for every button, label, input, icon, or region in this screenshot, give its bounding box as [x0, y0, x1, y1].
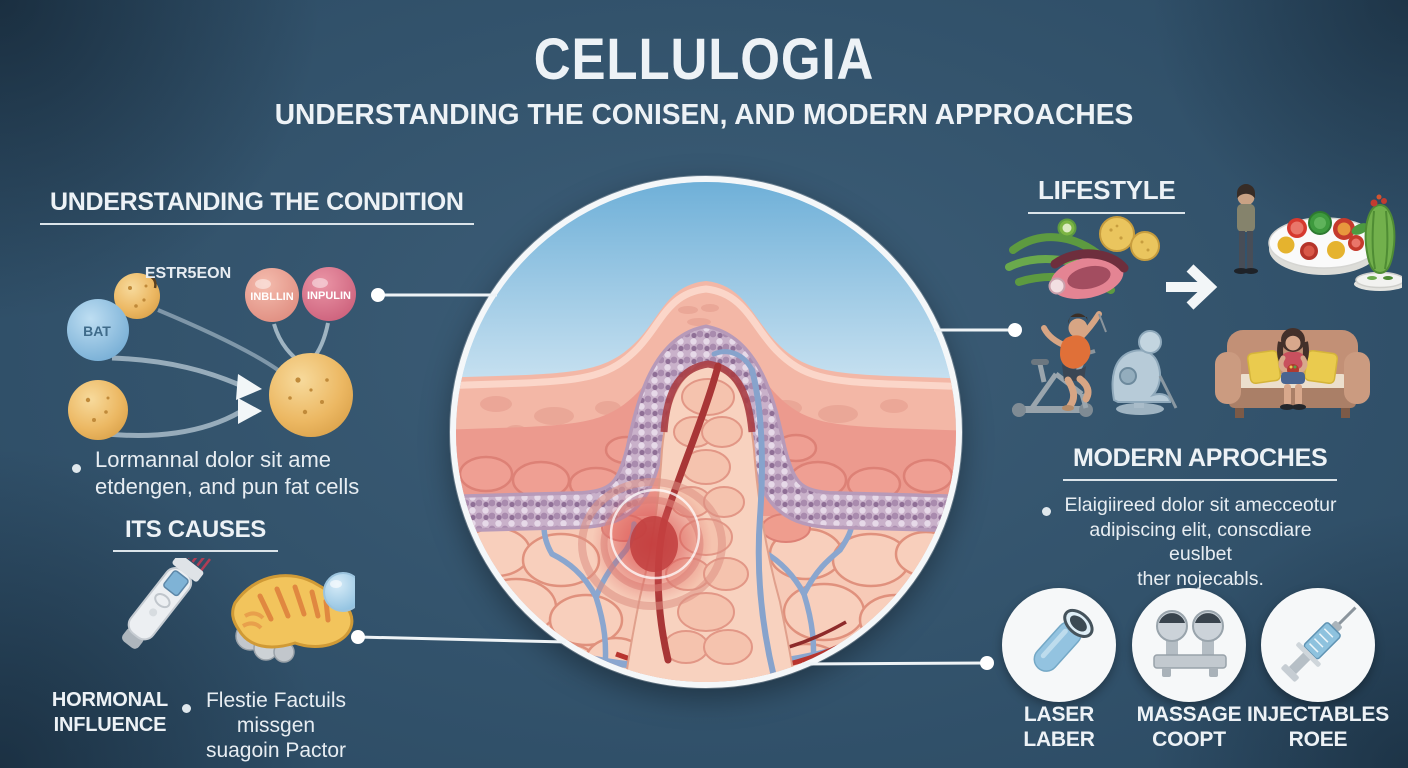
modern-bullet-line3: ther nojecabls.: [1137, 567, 1264, 590]
page-subtitle: UNDERSTANDING THE CONISEN, AND MODERN AP…: [274, 99, 1134, 131]
hormone-fat-cell-diagram: BAT INBLLIN INPULIN ESTR5EON: [67, 265, 356, 440]
laser-device-icon: [122, 558, 212, 649]
fat-cell-icon-enlarged: [269, 353, 353, 437]
condition-bullet-dot: [72, 460, 81, 478]
page-title: CELLULOGIA: [533, 27, 875, 92]
flow-arrow-1-icon: [236, 374, 262, 400]
pillow-left-icon: [1246, 349, 1282, 385]
injectables-label-line2: ROEE: [1288, 728, 1348, 751]
modern-bullet-line1: Elaigiireed dolor sit amecceotur: [1064, 494, 1337, 516]
person-with-plate-icon: [1234, 184, 1402, 291]
blue-vein-hook: [711, 349, 755, 373]
hormone-bubble-1-label: INBLLIN: [250, 291, 293, 303]
inflamed-arch: [660, 360, 756, 433]
massage-label: MASSAGE COOPT: [1119, 702, 1259, 752]
causes-bullet-dot: [182, 700, 191, 718]
laser-label: LASER LABER: [989, 702, 1129, 752]
fat-cell-icon-small-bottom: [68, 380, 128, 440]
lifestyle-heading: LIFESTYLE: [1028, 175, 1186, 214]
hormone-bubble-1: INBLLIN: [245, 268, 299, 322]
flow-arrow-2-icon: [238, 398, 262, 424]
healthy-food-icon: [1005, 216, 1160, 300]
flow-curve-1: [111, 355, 244, 389]
subtitle-block: UNDERSTANDING THE CONISEN, AND MODERN AP…: [0, 99, 1408, 132]
couch-scene-icon: [1215, 328, 1370, 418]
exercise-scene-icon: [1012, 311, 1178, 417]
massage-label-line2: COOPT: [1152, 728, 1226, 751]
laser-label-line1: LASER: [1023, 703, 1095, 726]
causes-bullet-line2: missgen: [236, 714, 316, 737]
artichoke-icon: [1354, 194, 1402, 291]
title-block: CELLULOGIA: [0, 26, 1408, 93]
skin-cross-section-illustration: [450, 176, 962, 688]
fat-tissue-icon-blue: BAT: [67, 299, 129, 361]
grains-icon: [1099, 216, 1160, 261]
fat-label: BAT: [83, 323, 111, 339]
causes-icons: [122, 558, 355, 663]
fat-tissue-icon: [231, 572, 355, 663]
massage-chair-icon: [1111, 330, 1178, 415]
injectables-label: INJECTABLES ROEE: [1243, 702, 1393, 752]
modern-bullet-line2: adipiscing elit, conscdiare euslbet: [1089, 518, 1312, 566]
causes-bullet-line3: suagoin Pactor: [205, 739, 347, 762]
hormonal-label-line2: INFLUENCE: [53, 714, 167, 736]
modern-bullet-dot: [1042, 503, 1051, 521]
laser-wand-icon: [1033, 608, 1094, 672]
condition-heading: UNDERSTANDING THE CONDITION: [40, 188, 474, 225]
massage-treatment-circle: [1132, 588, 1246, 702]
massage-device-icon: [1153, 610, 1227, 677]
laser-treatment-circle: [1002, 588, 1116, 702]
massage-label-line1: MASSAGE: [1136, 703, 1242, 726]
exercising-person-icon: [1041, 311, 1107, 411]
flow-curve-3: [157, 308, 280, 372]
laser-label-line2: LABER: [1023, 728, 1095, 751]
modern-bullet-text: Elaigiireed dolor sit amecceotur adipisc…: [1058, 493, 1343, 591]
pillow-right-icon: [1303, 349, 1339, 385]
condition-bullet-line2: etdengen, and pun fat cells: [95, 474, 360, 499]
causes-bullet-text: Flestie Factuils missgen suagoin Pactor: [196, 688, 356, 763]
blue-vein-column: [749, 367, 777, 680]
skin-layers-diagram: [456, 182, 956, 682]
arrow-right-icon: [1166, 264, 1218, 310]
skin-surface-highlight: [456, 285, 956, 390]
meat-icon: [1050, 256, 1124, 300]
causes-heading: ITS CAUSES: [113, 516, 278, 552]
injectables-label-line1: INJECTABLES: [1246, 703, 1390, 726]
hormonal-influence-label: HORMONAL INFLUENCE: [35, 688, 185, 738]
droplet-icon: [323, 572, 355, 612]
hormone-bubble-2-label: INPULIN: [307, 290, 351, 302]
sitting-woman-icon: [1276, 328, 1310, 410]
standing-person-icon: [1234, 184, 1258, 274]
causes-bullet-line1: Flestie Factuils: [205, 689, 347, 712]
hormone-label: ESTR5EON: [145, 265, 231, 282]
veggie-plate-icon: [1268, 211, 1380, 275]
condition-bullet-text: Lormannal dolor sit ame etdengen, and pu…: [95, 446, 359, 500]
syringe-icon: [1281, 606, 1357, 682]
condition-bullet-line1: Lormannal dolor sit ame: [95, 447, 332, 472]
modern-heading: MODERN APROCHES: [1063, 444, 1338, 481]
hormone-bubble-2: INPULIN: [302, 267, 356, 321]
hormonal-label-line1: HORMONAL: [51, 689, 169, 711]
fat-cell-icon-small-top: [114, 273, 160, 319]
inflammation-focus: [578, 478, 726, 610]
injectables-treatment-circle: [1261, 588, 1375, 702]
